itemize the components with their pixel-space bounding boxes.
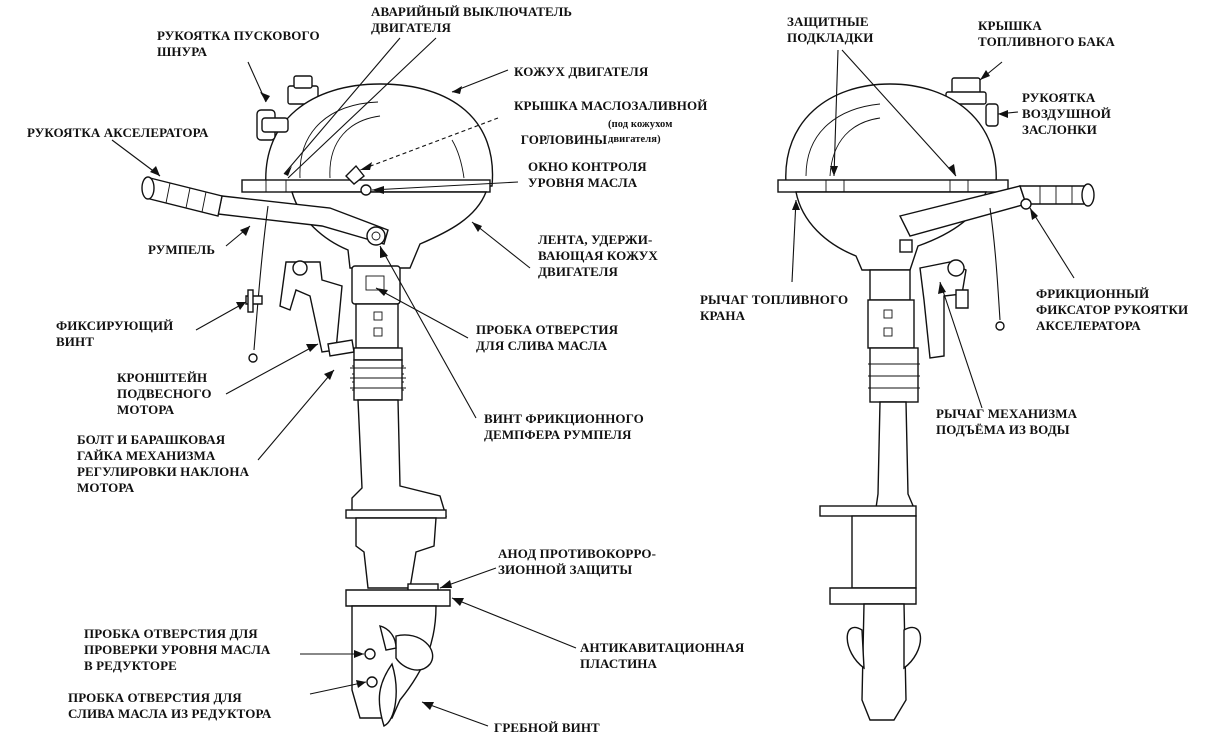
label-protective-pads: ЗАЩИТНЫЕ ПОДКЛАДКИ [787,14,874,45]
left-motor-drawing [141,75,494,727]
label-fuel-tank-cap: КРЫШКА ТОПЛИВНОГО БАКА [978,18,1115,49]
label-gear-oil-level-plug: ПРОБКА ОТВЕРСТИЯ ДЛЯ ПРОВЕРКИ УРОВНЯ МАС… [84,626,271,673]
label-oil-filler-cap: КРЫШКА МАСЛОЗАЛИВНОЙ [514,98,708,113]
label-oil-level-window: ОКНО КОНТРОЛЯ УРОВНЯ МАСЛА [528,159,647,190]
label-fuel-valve-lever: РЫЧАГ ТОПЛИВНОГО КРАНА [700,292,849,323]
label-starter-handle: РУКОЯТКА ПУСКОВОГО ШНУРА [157,28,320,59]
label-anode: АНОД ПРОТИВОКОРРО- ЗИОННОЙ ЗАЩИТЫ [498,546,657,577]
label-oil-drain-plug: ПРОБКА ОТВЕРСТИЯ ДЛЯ СЛИВА МАСЛА [476,322,619,353]
label-stern-bracket: КРОНШТЕЙН ПОДВЕСНОГО МОТОРА [117,370,212,417]
label-anti-cavitation-plate: АНТИКАВИТАЦИОННАЯ ПЛАСТИНА [580,640,745,671]
label-propeller: ГРЕБНОЙ ВИНТ [494,720,600,735]
label-engine-cover: КОЖУХ ДВИГАТЕЛЯ [514,64,649,79]
label-clamp-screw: ФИКСИРУЮЩИЙ ВИНТ [56,318,174,349]
label-cover-strap: ЛЕНТА, УДЕРЖИ- ВАЮЩАЯ КОЖУХ ДВИГАТЕЛЯ [538,232,658,279]
label-oil-filler-cap-note: (под кожухом двигателя) [608,119,673,145]
label-choke-knob: РУКОЯТКА ВОЗДУШНОЙ ЗАСЛОНКИ [1022,90,1112,137]
label-trim-bolt: БОЛТ И БАРАШКОВАЯ ГАЙКА МЕХАНИЗМА РЕГУЛИ… [77,432,250,495]
label-emergency-switch: АВАРИЙНЫЙ ВЫКЛЮЧАТЕЛЬ ДВИГАТЕЛЯ [371,4,573,35]
label-throttle-grip: РУКОЯТКА АКСЕЛЕРАТОРА [27,125,209,140]
label-tiller-friction-screw: ВИНТ ФРИКЦИОННОГО ДЕМПФЕРА РУМПЕЛЯ [484,411,644,442]
label-gear-oil-drain-plug: ПРОБКА ОТВЕРСТИЯ ДЛЯ СЛИВА МАСЛА ИЗ РЕДУ… [68,690,272,721]
leader-lines [111,37,1075,727]
label-oil-filler-cap-line2: ГОРЛОВИНЫ [514,116,607,148]
label-tiller: РУМПЕЛЬ [148,242,216,257]
right-motor-drawing [777,77,1095,721]
label-throttle-friction: ФРИКЦИОННЫЙ ФИКСАТОР РУКОЯТКИ АКСЕЛЕРАТО… [1036,286,1189,333]
oil-filler-cap-second: ГОРЛОВИНЫ [520,132,608,147]
label-tilt-lever: РЫЧАГ МЕХАНИЗМА ПОДЪЁМА ИЗ ВОДЫ [936,406,1078,437]
